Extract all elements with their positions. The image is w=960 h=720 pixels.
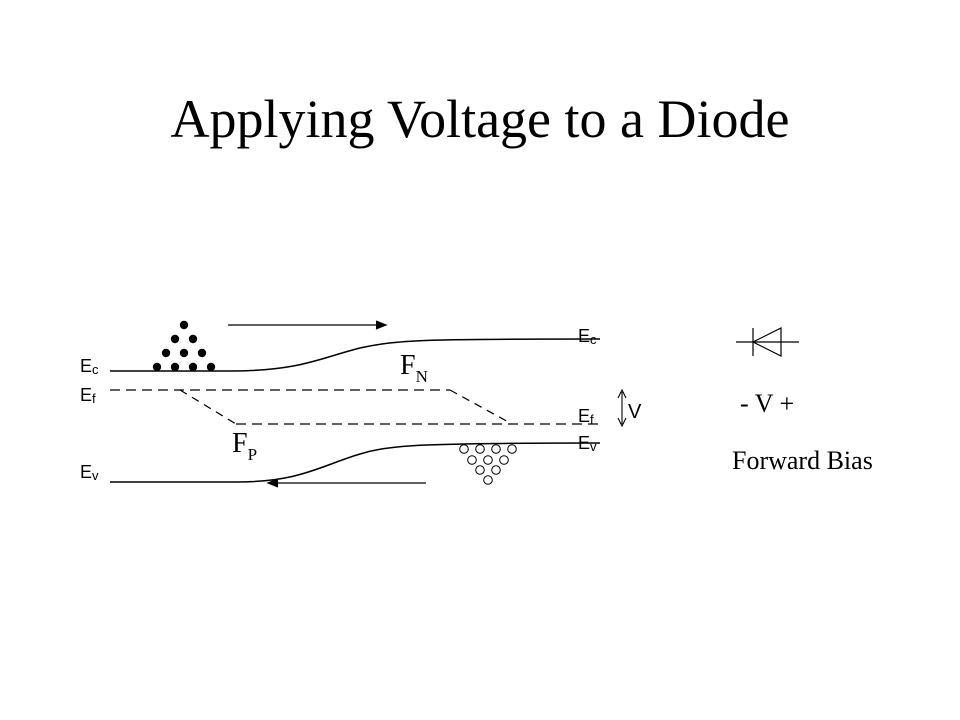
electron (170, 362, 180, 372)
ev-left-label: Ev (80, 462, 99, 483)
hole-cluster (459, 444, 517, 485)
electron (179, 348, 189, 358)
electron (188, 362, 198, 372)
fn-label: FN (400, 350, 428, 386)
quasi-fermi-fn-slope (449, 389, 513, 425)
hole (467, 455, 477, 465)
hole (499, 455, 509, 465)
ef-right-label: Ef (578, 406, 594, 427)
electron (206, 362, 216, 372)
electron (170, 334, 180, 344)
electron (197, 348, 207, 358)
voltage-double-arrow (617, 388, 627, 428)
valence-band-edge (110, 442, 601, 483)
voltage-marker-label: V (628, 401, 642, 423)
ec-left-label: Ec (80, 356, 99, 377)
fp-label: FP (232, 428, 257, 464)
hole (459, 444, 469, 454)
electron (161, 348, 171, 358)
ef-left-label: Ef (80, 385, 96, 406)
ec-right-label: Ec (578, 326, 597, 347)
electron (179, 320, 189, 330)
quasi-fermi-fp-slope (179, 389, 237, 425)
hole (507, 444, 517, 454)
hole (491, 465, 501, 475)
polarity-label: - V + (740, 389, 794, 418)
page-title: Applying Voltage to a Diode (170, 89, 790, 149)
electron-flow-arrow (228, 320, 388, 330)
hole (491, 444, 501, 454)
ev-right-label: Ev (578, 433, 597, 454)
electron (152, 362, 162, 372)
conduction-band-edge (110, 338, 601, 372)
hole (483, 475, 493, 485)
hole (475, 444, 485, 454)
hole (483, 455, 493, 465)
forward-bias-label: Forward Bias (732, 446, 873, 475)
electron-cluster (152, 320, 216, 372)
hole (475, 465, 485, 475)
hole-flow-arrow (266, 478, 426, 488)
electron (188, 334, 198, 344)
diode-symbol-icon (736, 327, 799, 357)
